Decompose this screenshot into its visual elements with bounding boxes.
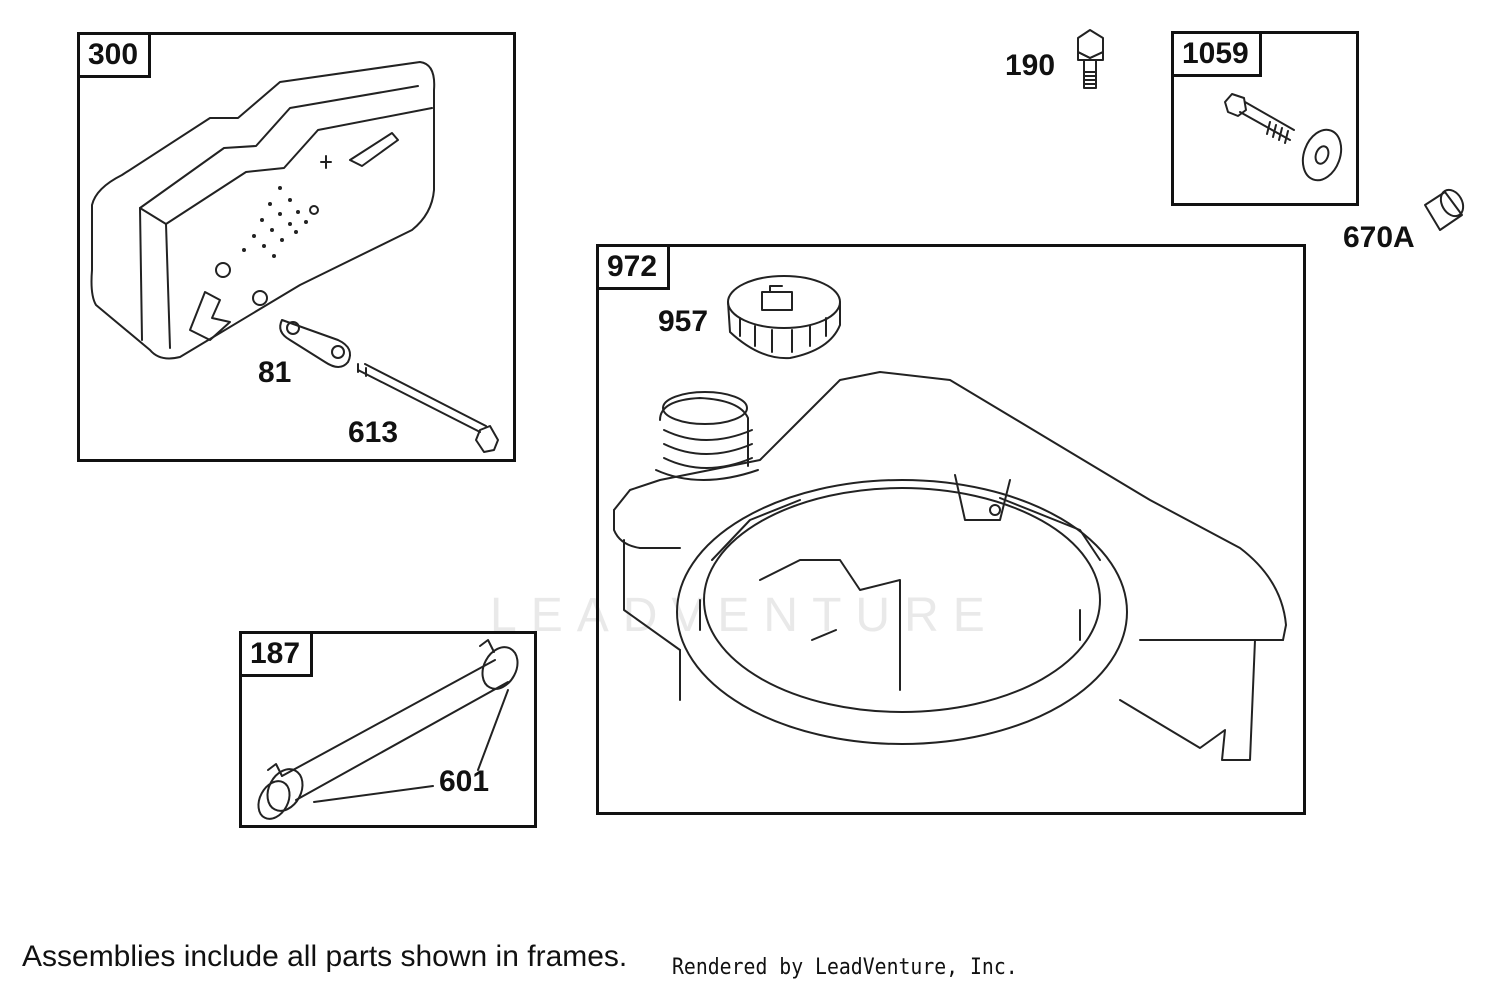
frame-fuel-line: 187 [239,631,537,828]
stud-part[interactable] [357,363,499,453]
screw-kit-part[interactable] [1224,93,1348,186]
spacer-part[interactable] [1424,186,1468,231]
fuel-tank-part[interactable] [613,371,1287,761]
screw-part[interactable] [1077,29,1104,89]
frame-label-fuel-line[interactable]: 187 [242,634,314,677]
gasket-part[interactable] [279,319,351,368]
frame-label-fuel-tank[interactable]: 972 [599,247,671,290]
frame-fuel-tank: 972 [596,244,1306,815]
leader-lines [313,689,509,803]
callout-clamp[interactable]: 601 [439,765,490,798]
muffler-part[interactable] [90,61,436,360]
frame-muffler: 300 [77,32,516,462]
leadventure-watermark: LEADVENTURE [490,589,999,642]
assemblies-note: Assemblies include all parts shown in fr… [22,940,628,973]
callout-screw[interactable]: 190 [1005,49,1056,82]
fuel-line-part[interactable] [252,639,524,824]
frame-label-muffler[interactable]: 300 [80,35,152,78]
render-credit: Rendered by LeadVenture, Inc. [672,955,1018,980]
frame-screw-kit: 1059 [1171,31,1359,206]
frame-label-screw-kit[interactable]: 1059 [1174,34,1262,77]
muffler-perforations [242,186,308,258]
callout-fuel-cap[interactable]: 957 [658,305,709,338]
callout-spacer[interactable]: 670A [1343,221,1415,254]
callout-gasket[interactable]: 81 [258,356,292,389]
callout-stud[interactable]: 613 [348,416,399,449]
fuel-cap-part[interactable] [727,275,841,360]
